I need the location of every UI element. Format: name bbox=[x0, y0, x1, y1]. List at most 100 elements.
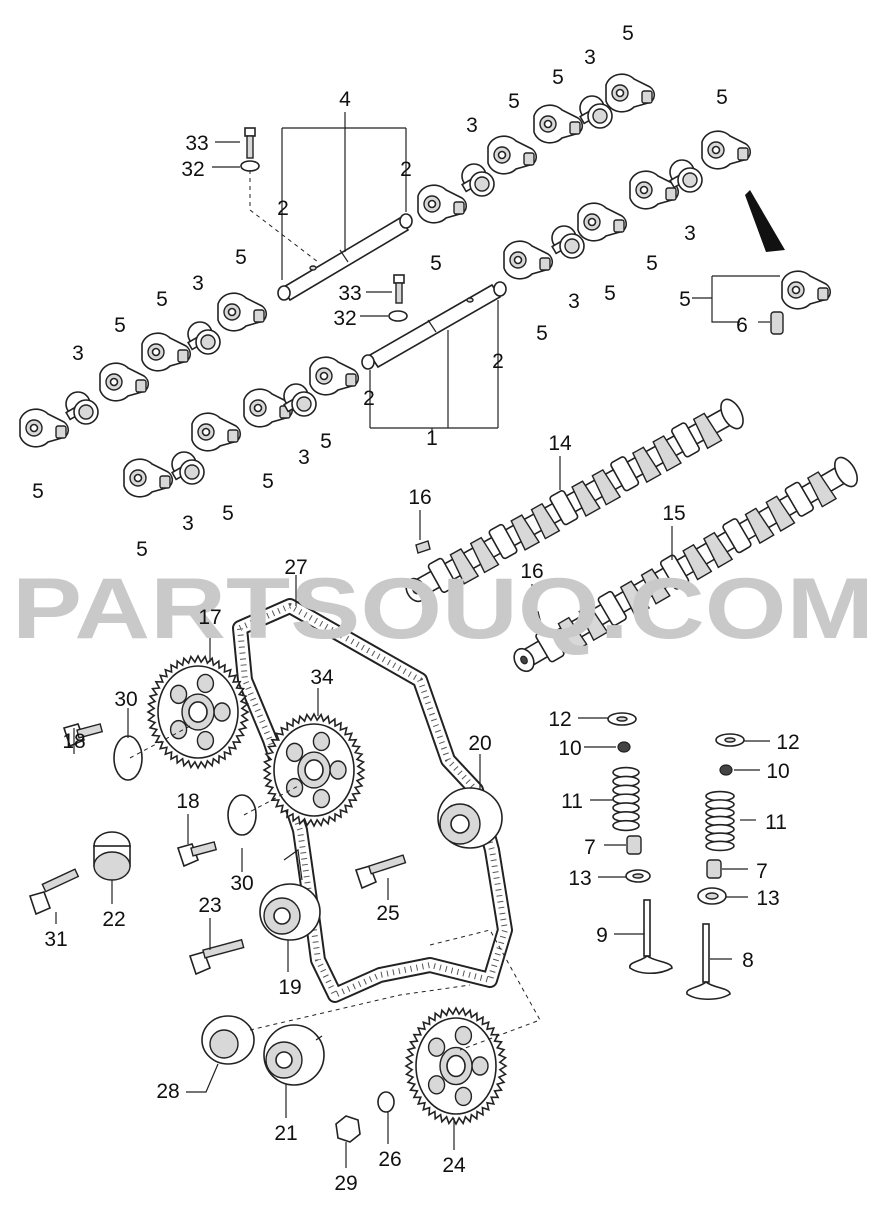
washer-26 bbox=[377, 1091, 395, 1113]
callout-10: 10 bbox=[766, 760, 789, 783]
spacer-ring bbox=[551, 225, 585, 259]
callout-14: 14 bbox=[548, 432, 572, 455]
callout-28: 28 bbox=[156, 1080, 179, 1103]
callout-32: 32 bbox=[333, 307, 356, 330]
callout-8: 8 bbox=[742, 949, 754, 972]
callout-3: 3 bbox=[466, 114, 478, 137]
callout-33: 33 bbox=[338, 282, 361, 305]
callout-5: 5 bbox=[430, 252, 442, 275]
callout-5: 5 bbox=[222, 502, 234, 525]
washer-32-lower bbox=[388, 310, 408, 322]
rocker-arm bbox=[19, 408, 70, 448]
callout-5: 5 bbox=[262, 470, 274, 493]
callout-3: 3 bbox=[298, 446, 310, 469]
rocker-arm bbox=[503, 240, 554, 280]
callout-30: 30 bbox=[114, 688, 137, 711]
callout-2: 2 bbox=[492, 350, 504, 373]
callout-3: 3 bbox=[684, 222, 696, 245]
callout-5: 5 bbox=[114, 314, 126, 337]
watermark: PARTSOUQ.COM bbox=[12, 561, 874, 657]
rocker-arm bbox=[141, 332, 192, 372]
callout-2: 2 bbox=[363, 387, 375, 410]
callout-20: 20 bbox=[468, 732, 491, 755]
rocker-spacers bbox=[65, 95, 703, 485]
cam-sprocket-34 bbox=[262, 712, 366, 828]
callout-31: 31 bbox=[44, 928, 67, 951]
callout-11: 11 bbox=[765, 811, 787, 834]
cam-sprocket-17 bbox=[146, 654, 250, 770]
rocker-arm bbox=[629, 170, 680, 210]
callout-4: 4 bbox=[339, 88, 351, 111]
rocker-arm bbox=[487, 135, 538, 175]
rocker-arm bbox=[605, 73, 656, 113]
callout-33: 33 bbox=[185, 132, 208, 155]
callout-labels: 4333222221535535355355535535333256535535… bbox=[32, 22, 800, 1195]
washer-32-upper bbox=[240, 160, 260, 172]
camshaft bbox=[513, 456, 859, 673]
callout-5: 5 bbox=[235, 246, 247, 269]
rocker-arm bbox=[577, 202, 628, 242]
callout-5: 5 bbox=[32, 480, 44, 503]
rocker-arm bbox=[533, 104, 584, 144]
callout-2: 2 bbox=[277, 197, 289, 220]
callout-5: 5 bbox=[552, 66, 564, 89]
crank-sprocket-28 bbox=[201, 1015, 255, 1065]
rocker-arm bbox=[217, 292, 268, 332]
callout-3: 3 bbox=[72, 342, 84, 365]
crank-pulley-24 bbox=[404, 1006, 508, 1126]
rocker-shaft-upper bbox=[277, 213, 413, 302]
callout-11: 11 bbox=[561, 790, 583, 813]
callout-3: 3 bbox=[584, 46, 596, 69]
callout-13: 13 bbox=[568, 867, 591, 890]
callout-5: 5 bbox=[716, 86, 728, 109]
callout-21: 21 bbox=[274, 1122, 297, 1145]
washer-30-right bbox=[227, 794, 257, 836]
callout-10: 10 bbox=[558, 737, 581, 760]
callout-29: 29 bbox=[334, 1172, 357, 1195]
callout-7: 7 bbox=[756, 860, 768, 883]
callout-3: 3 bbox=[192, 272, 204, 295]
callout-5: 5 bbox=[646, 252, 658, 275]
callout-16: 16 bbox=[408, 486, 431, 509]
callout-5: 5 bbox=[679, 288, 691, 311]
bolt-33-lower bbox=[393, 274, 405, 304]
spacer-ring bbox=[65, 391, 99, 425]
rocker-arm bbox=[99, 362, 150, 402]
camshafts bbox=[405, 398, 859, 673]
callout-27: 27 bbox=[284, 556, 307, 579]
washer-30-left bbox=[113, 735, 143, 781]
callout-12: 12 bbox=[548, 708, 571, 731]
callout-17: 17 bbox=[198, 606, 221, 629]
callout-22: 22 bbox=[102, 908, 125, 931]
bolt-25 bbox=[354, 854, 407, 890]
rocker-shaft-lower bbox=[361, 281, 507, 370]
callout-5: 5 bbox=[622, 22, 634, 45]
adjusting-screw bbox=[770, 311, 784, 335]
callout-13: 13 bbox=[756, 887, 779, 910]
callout-9: 9 bbox=[596, 924, 608, 947]
rocker-arm bbox=[781, 270, 832, 310]
callout-6: 6 bbox=[736, 314, 748, 337]
callout-5: 5 bbox=[508, 90, 520, 113]
bolt-23 bbox=[188, 938, 245, 976]
rocker-arm bbox=[309, 356, 360, 396]
valve-parts-right bbox=[686, 733, 745, 1001]
callout-19: 19 bbox=[278, 976, 301, 999]
callout-5: 5 bbox=[320, 430, 332, 453]
callout-5: 5 bbox=[136, 538, 148, 561]
rocker-arm bbox=[191, 412, 242, 452]
spacer-ring bbox=[187, 321, 221, 355]
key-16-upper bbox=[415, 540, 431, 554]
idler-pulley-20 bbox=[437, 787, 503, 849]
callout-5: 5 bbox=[604, 282, 616, 305]
callout-3: 3 bbox=[182, 512, 194, 535]
sprockets bbox=[146, 654, 508, 1126]
spacer-ring bbox=[579, 95, 613, 129]
idler-pulley-21 bbox=[263, 1024, 325, 1086]
callout-5: 5 bbox=[536, 322, 548, 345]
callout-2: 2 bbox=[400, 158, 412, 181]
callout-24: 24 bbox=[442, 1154, 466, 1177]
rocker-arm bbox=[243, 388, 294, 428]
callout-32: 32 bbox=[181, 158, 204, 181]
